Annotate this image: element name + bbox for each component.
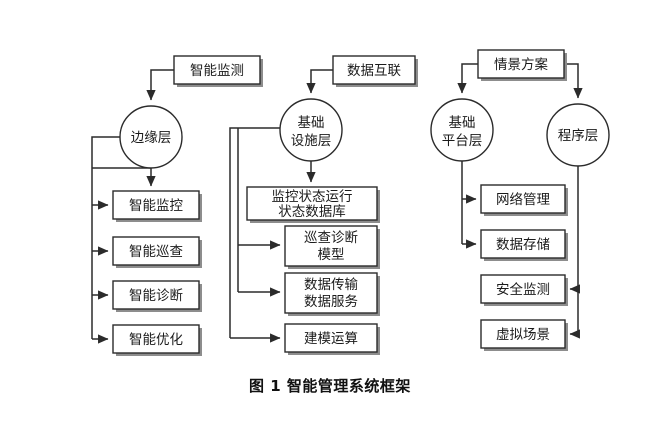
connector-group-middle [229, 69, 333, 343]
box-xuncha-zhenduan-moxing-label-line1: 巡查诊断 [304, 230, 358, 246]
box-anquan-jiance[interactable]: 安全监测 [480, 274, 568, 306]
box-zhineng-youhua-label: 智能优化 [129, 332, 183, 348]
top-box-shuju-hulian-label: 数据互联 [347, 63, 401, 79]
connector-group-left [91, 69, 174, 344]
top-box-zhineng-jiance[interactable]: 智能监测 [173, 55, 263, 87]
circle-jichu-pingtai-ceng[interactable]: 基础 平台层 [430, 98, 494, 162]
circle-chengxu-ceng[interactable]: 程序层 [546, 103, 610, 167]
box-wangluo-guanli[interactable]: 网络管理 [480, 184, 568, 216]
box-shuju-chuanshu-fuwu-label-line2: 数据服务 [304, 294, 358, 310]
connector-hulian-to-jichusheshi [306, 69, 333, 94]
circle-jichu-sheshi-ceng-label-line2: 设施层 [291, 133, 332, 149]
circle-bianyuan-ceng-label: 边缘层 [131, 130, 172, 146]
box-wangluo-guanli-label: 网络管理 [496, 192, 550, 208]
box-anquan-jiance-label: 安全监测 [496, 281, 550, 298]
box-xuni-changjing[interactable]: 虚拟场景 [480, 319, 568, 351]
box-shuju-chuanshu-fuwu-label-line1: 数据传输 [304, 277, 358, 293]
circle-jichu-pingtai-ceng-label-line2: 平台层 [442, 133, 483, 149]
box-xuncha-zhenduan-moxing-label-line2: 模型 [318, 247, 345, 263]
box-zhineng-xuncha[interactable]: 智能巡查 [112, 236, 202, 268]
box-zhineng-youhua[interactable]: 智能优化 [112, 324, 202, 356]
connector-qingjing-to-chengxu [564, 63, 583, 99]
connector-group-right [457, 63, 583, 339]
box-shuju-chuanshu-fuwu[interactable]: 数据传输 数据服务 [284, 272, 380, 316]
circle-chengxu-ceng-label: 程序层 [558, 128, 599, 144]
connector-middle-outer-bus [229, 127, 290, 338]
box-zhineng-zhenduan[interactable]: 智能诊断 [112, 280, 202, 312]
box-xuni-changjing-label: 虚拟场景 [496, 327, 550, 343]
box-zhineng-xuncha-label: 智能巡查 [129, 244, 183, 260]
box-jianmo-yunsuan-label: 建模运算 [304, 331, 358, 347]
figure-caption: 图 1 智能管理系统框架 [249, 377, 411, 395]
circle-jichu-pingtai-ceng-label-line1: 基础 [449, 114, 476, 131]
circle-jichu-sheshi-ceng[interactable]: 基础 设施层 [279, 98, 343, 162]
connector-left-bus [91, 136, 120, 339]
box-shuju-cunchu-label: 数据存储 [496, 237, 550, 253]
box-jiankong-shujuku[interactable]: 监控状态运行 状态数据库 [246, 186, 380, 223]
connector-jiance-to-bianyuan [146, 69, 174, 101]
top-box-zhineng-jiance-label: 智能监测 [190, 63, 244, 79]
box-xuncha-zhenduan-moxing[interactable]: 巡查诊断 模型 [284, 225, 380, 269]
box-shuju-cunchu[interactable]: 数据存储 [480, 229, 568, 261]
top-box-qingjing-fangan-label: 情景方案 [494, 56, 548, 73]
box-zhineng-jiankong[interactable]: 智能监控 [112, 190, 202, 222]
circle-jichu-sheshi-ceng-label-line1: 基础 [298, 114, 325, 131]
box-zhineng-jiankong-label: 智能监控 [129, 198, 183, 214]
box-jiankong-shujuku-label-line2: 状态数据库 [278, 204, 346, 220]
top-box-qingjing-fangan[interactable]: 情景方案 [477, 49, 567, 81]
connector-qingjing-to-pingtai [457, 63, 478, 94]
box-jianmo-yunsuan[interactable]: 建模运算 [284, 323, 380, 355]
top-box-shuju-hulian[interactable]: 数据互联 [332, 55, 418, 87]
circle-bianyuan-ceng[interactable]: 边缘层 [119, 105, 183, 169]
box-zhineng-zhenduan-label: 智能诊断 [129, 288, 183, 304]
box-jiankong-shujuku-label-line1: 监控状态运行 [272, 189, 353, 205]
